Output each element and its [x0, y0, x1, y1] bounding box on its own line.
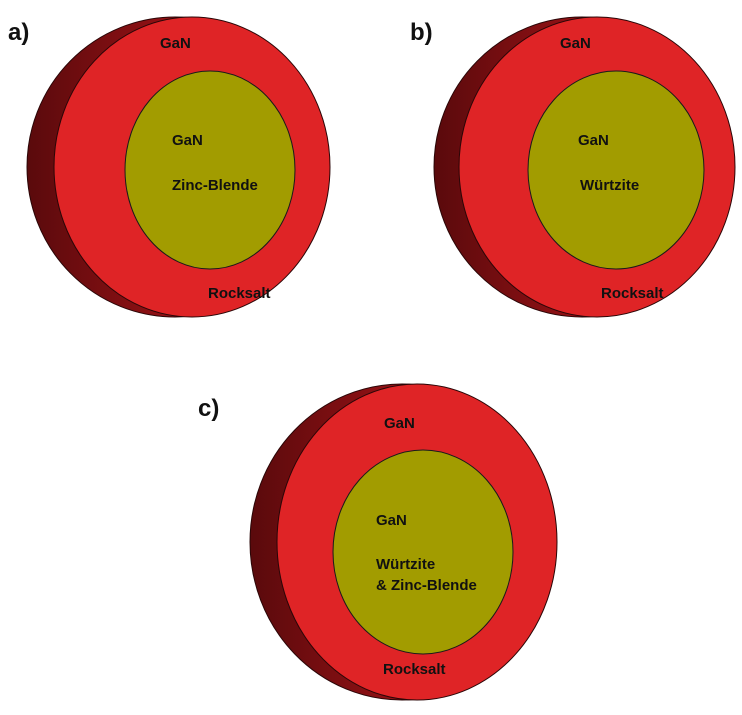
panel-a: a) GaN GaN Zinc-Blende Rocksalt — [8, 16, 331, 318]
shell-material-label: GaN — [384, 415, 415, 432]
panel-label: b) — [410, 19, 433, 46]
core-phase-label-line2: & Zinc-Blende — [376, 577, 477, 594]
core-material-label: GaN — [578, 132, 609, 149]
panel-label: a) — [8, 19, 29, 46]
shell-phase-label: Rocksalt — [208, 285, 271, 302]
core-material-label: GaN — [172, 132, 203, 149]
core-phase-label: Würtzite — [580, 177, 639, 194]
shell-material-label: GaN — [160, 35, 191, 52]
core-material-label: GaN — [376, 512, 407, 529]
shell-phase-label: Rocksalt — [601, 285, 664, 302]
core — [332, 449, 514, 655]
core-phase-label-line1: Würtzite — [376, 556, 435, 573]
core — [124, 70, 296, 270]
panel-b: b) GaN GaN Würtzite Rocksalt — [410, 16, 736, 318]
shell-phase-label: Rocksalt — [383, 661, 446, 678]
core-phase-label: Zinc-Blende — [172, 177, 258, 194]
panel-label: c) — [198, 395, 219, 422]
shell-material-label: GaN — [560, 35, 591, 52]
core — [527, 70, 705, 270]
panel-c: c) GaN GaN Würtzite & Zinc-Blende Rocksa… — [198, 383, 558, 701]
